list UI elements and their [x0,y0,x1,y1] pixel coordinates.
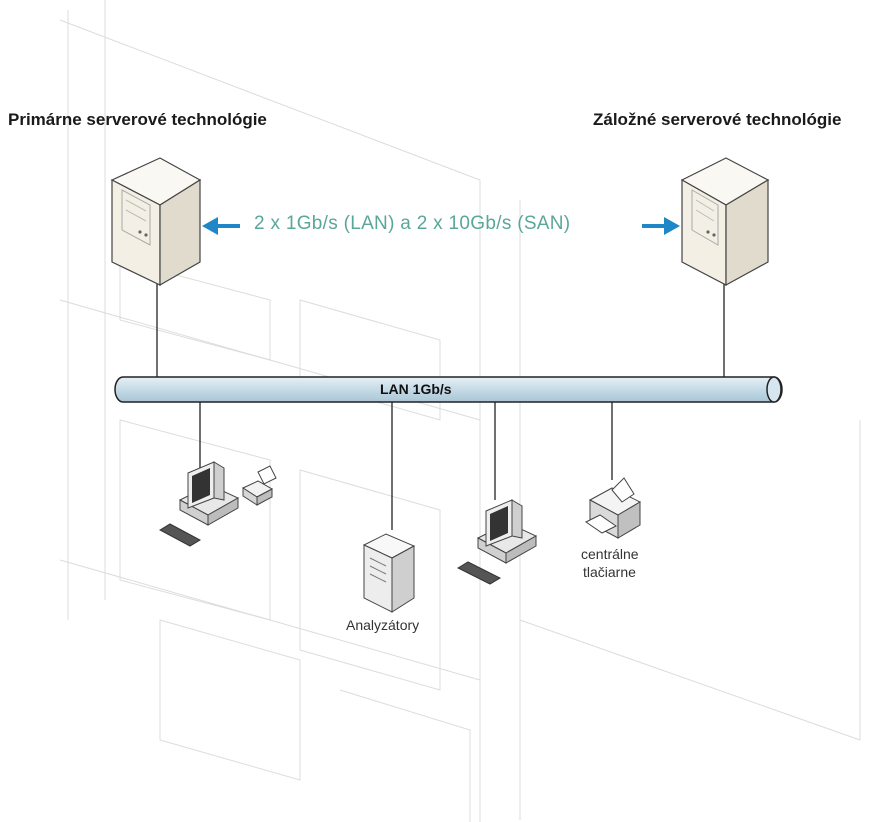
analyzer-server-icon [362,533,416,613]
link-arrow-left-icon [202,217,240,235]
primary-servers-label: Primárne serverové technológie [8,110,267,129]
workstation-icon [158,461,240,547]
backup-server-icon [680,157,770,287]
lan-bus-label: LAN 1Gb/s [380,381,452,397]
backup-servers-label: Záložné serverové technológie [593,110,842,129]
link-label: 2 x 1Gb/s (LAN) a 2 x 10Gb/s (SAN) [254,213,571,234]
desktop-printer-icon [241,465,277,506]
lan-bus [114,376,783,403]
primary-server-icon [110,157,202,287]
central-printers-label-line1: centrálne [581,546,639,562]
link-arrow-right-icon [642,217,680,235]
analyzers-label: Analyzátory [346,617,420,633]
central-printer-icon [585,477,642,539]
workstation-icon [456,499,538,585]
network-drops [156,280,725,530]
central-printers-label-line2: tlačiarne [583,564,636,580]
